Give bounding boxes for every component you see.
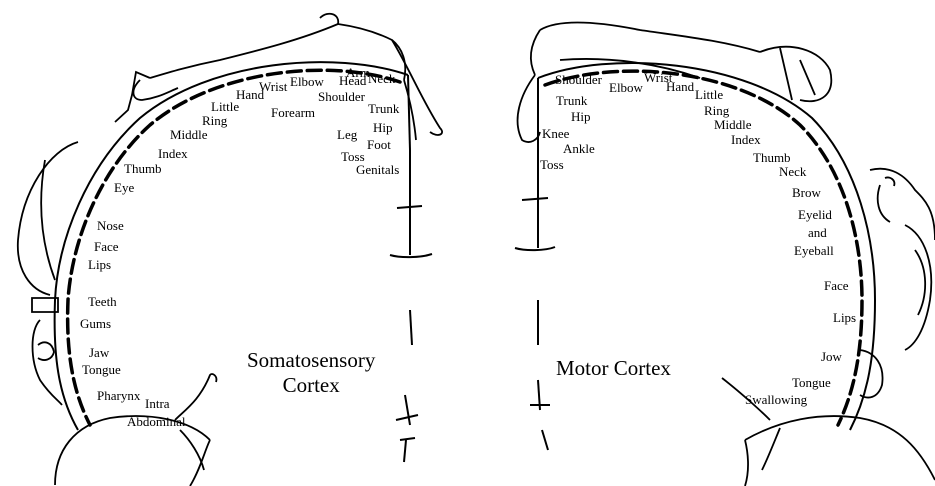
label-hand: Hand xyxy=(666,80,694,93)
label-little: Little xyxy=(211,100,239,113)
label-lips: Lips xyxy=(88,258,111,271)
label-gums: Gums xyxy=(80,317,111,330)
label-foot: Foot xyxy=(367,138,391,151)
label-tongue: Tongue xyxy=(82,363,121,376)
label-middle: Middle xyxy=(170,128,208,141)
label-trunk: Trunk xyxy=(368,102,399,115)
label-head: Head xyxy=(339,74,366,87)
label-abdominal: Abdominal xyxy=(127,415,186,428)
label-ankle: Ankle xyxy=(563,142,595,155)
label-teeth: Teeth xyxy=(88,295,117,308)
label-index: Index xyxy=(158,147,188,160)
label-intra: Intra xyxy=(145,397,170,410)
label-neck: Neck xyxy=(779,165,806,178)
label-leg: Leg xyxy=(337,128,357,141)
label-thumb: Thumb xyxy=(753,151,791,164)
label-genitals: Genitals xyxy=(356,163,399,176)
label-brow: Brow xyxy=(792,186,821,199)
label-shoulder: Shoulder xyxy=(555,73,602,86)
label-elbow: Elbow xyxy=(290,75,324,88)
label-eyelid: Eyelid xyxy=(798,208,832,221)
label-lips: Lips xyxy=(833,311,856,324)
label-pharynx: Pharynx xyxy=(97,389,140,402)
label-nose: Nose xyxy=(97,219,124,232)
label-face: Face xyxy=(824,279,849,292)
label-hip: Hip xyxy=(571,110,591,123)
label-eyeball: Eyeball xyxy=(794,244,834,257)
label-swallowing: Swallowing xyxy=(745,393,807,406)
label-neck: Neck xyxy=(368,72,395,85)
label-middle: Middle xyxy=(714,118,752,131)
label-face: Face xyxy=(94,240,119,253)
label-eye: Eye xyxy=(114,181,134,194)
label-and: and xyxy=(808,226,827,239)
label-elbow: Elbow xyxy=(609,81,643,94)
label-index: Index xyxy=(731,133,761,146)
label-forearm: Forearm xyxy=(271,106,315,119)
label-toss: Toss xyxy=(540,158,564,171)
label-tongue: Tongue xyxy=(792,376,831,389)
somatosensory-cortex-title: Somatosensory Cortex xyxy=(247,348,375,398)
motor-cortex-title: Motor Cortex xyxy=(556,356,671,381)
label-jow: Jow xyxy=(821,350,842,363)
label-trunk: Trunk xyxy=(556,94,587,107)
label-jaw: Jaw xyxy=(89,346,109,359)
label-ring: Ring xyxy=(202,114,227,127)
label-hip: Hip xyxy=(373,121,393,134)
label-hand: Hand xyxy=(236,88,264,101)
label-knee: Knee xyxy=(542,127,569,140)
label-ring: Ring xyxy=(704,104,729,117)
label-shoulder: Shoulder xyxy=(318,90,365,103)
label-thumb: Thumb xyxy=(124,162,162,175)
label-little: Little xyxy=(695,88,723,101)
